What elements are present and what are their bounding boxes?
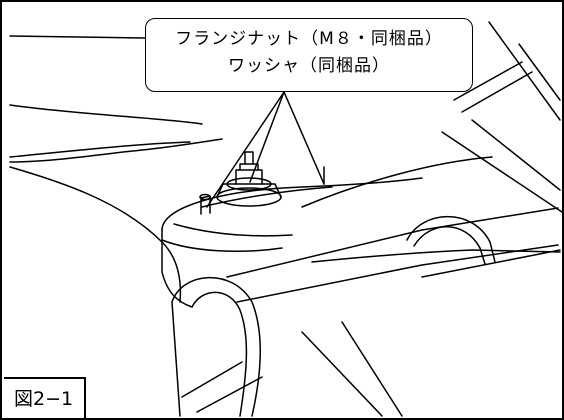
tank-body-curve bbox=[201, 186, 333, 208]
beam-lower bbox=[236, 244, 559, 303]
outline-left-body bbox=[9, 138, 223, 163]
tank-top-rim bbox=[161, 177, 423, 231]
small-post-cap bbox=[199, 193, 211, 201]
leader-line-3 bbox=[283, 91, 325, 185]
lower-right-lines bbox=[301, 331, 383, 417]
frame-right-2 bbox=[518, 43, 561, 101]
callout-line-washer: ワッシャ（同梱品） bbox=[228, 56, 390, 76]
frame-right-5 bbox=[471, 119, 561, 191]
frame-right-4 bbox=[461, 71, 533, 113]
right-arch-outer bbox=[406, 215, 496, 263]
lower-arch-base bbox=[171, 301, 181, 417]
lower-arch-inner bbox=[191, 291, 248, 417]
bottom-diagonals-2 bbox=[196, 376, 263, 413]
mount-body bbox=[216, 183, 282, 198]
leader-line-2 bbox=[249, 91, 285, 183]
nut-top bbox=[239, 163, 259, 171]
leader-line-1 bbox=[206, 91, 285, 208]
small-post bbox=[200, 195, 211, 215]
frame-right-1 bbox=[488, 21, 561, 121]
callout-line-flange-nut: フランジナット（M８・同梱品） bbox=[175, 29, 443, 49]
lower-right-lines-2 bbox=[341, 321, 403, 417]
right-panel-top bbox=[301, 156, 493, 208]
right-arch-inner bbox=[413, 226, 486, 265]
outline-upper-mid-2 bbox=[9, 141, 191, 158]
part-callout: フランジナット（M８・同梱品） ワッシャ（同梱品） bbox=[145, 18, 473, 92]
bottom-diagonals bbox=[181, 361, 243, 398]
frame-right-6 bbox=[441, 131, 562, 213]
tank-front-arc bbox=[161, 239, 283, 253]
figure-label: 図2−1 bbox=[4, 377, 86, 418]
flange-nut bbox=[235, 169, 263, 185]
outline-upper-mid bbox=[9, 104, 203, 125]
outline-top-left bbox=[9, 35, 146, 39]
stud bbox=[244, 151, 254, 165]
frame-right-3 bbox=[453, 61, 523, 101]
right-panel-edge bbox=[311, 249, 561, 263]
tank-top-edge bbox=[173, 223, 293, 237]
lower-arch-outer bbox=[171, 276, 261, 417]
lower-left-curve bbox=[9, 166, 182, 303]
washer bbox=[226, 177, 272, 191]
beam-upper bbox=[226, 207, 559, 278]
tank-left-side bbox=[161, 229, 193, 308]
right-lower-line bbox=[421, 249, 561, 278]
